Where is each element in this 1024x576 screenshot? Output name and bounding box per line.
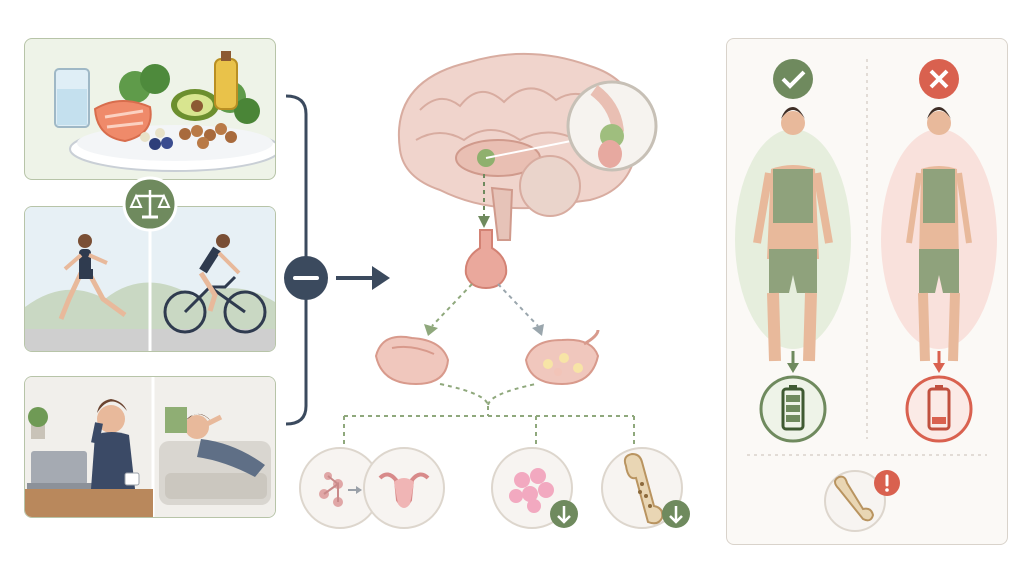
comparison-panel: [726, 38, 1008, 545]
cells-icon: [491, 447, 578, 529]
bone-density-icon: [601, 447, 690, 529]
balance-scale-icon: [122, 176, 178, 232]
nutrition-panel: [24, 38, 276, 180]
ovary-left-icon: [374, 335, 450, 386]
branch-arrows: [424, 283, 544, 336]
healthy-figure: [735, 107, 851, 362]
minus-icon: [284, 256, 390, 300]
pituitary-gland-icon: [464, 229, 508, 290]
hormone-uterus-icon: [299, 447, 445, 529]
balanced-diet-icon: [54, 51, 275, 172]
underfueled-figure: [881, 107, 997, 362]
brain-hypothalamus-icon: [397, 52, 658, 241]
decrease-arrow-icon: [550, 500, 578, 528]
cross-icon: [919, 59, 959, 99]
check-icon: [773, 59, 813, 99]
arrow-right-icon: [336, 266, 390, 290]
ovary-right-icon: [524, 329, 600, 386]
stress-panel: [24, 376, 276, 518]
decrease-arrow-icon: [662, 500, 690, 528]
stress-fatigue-icon: [25, 377, 275, 517]
distribution-lines: [343, 383, 635, 446]
comparison-figures: [735, 59, 997, 532]
battery-high-icon: [759, 375, 827, 443]
alert-icon: [874, 470, 900, 496]
bone-icon: [824, 470, 886, 532]
battery-low-icon: [905, 375, 973, 443]
arrow-down-dotted: [478, 174, 490, 228]
